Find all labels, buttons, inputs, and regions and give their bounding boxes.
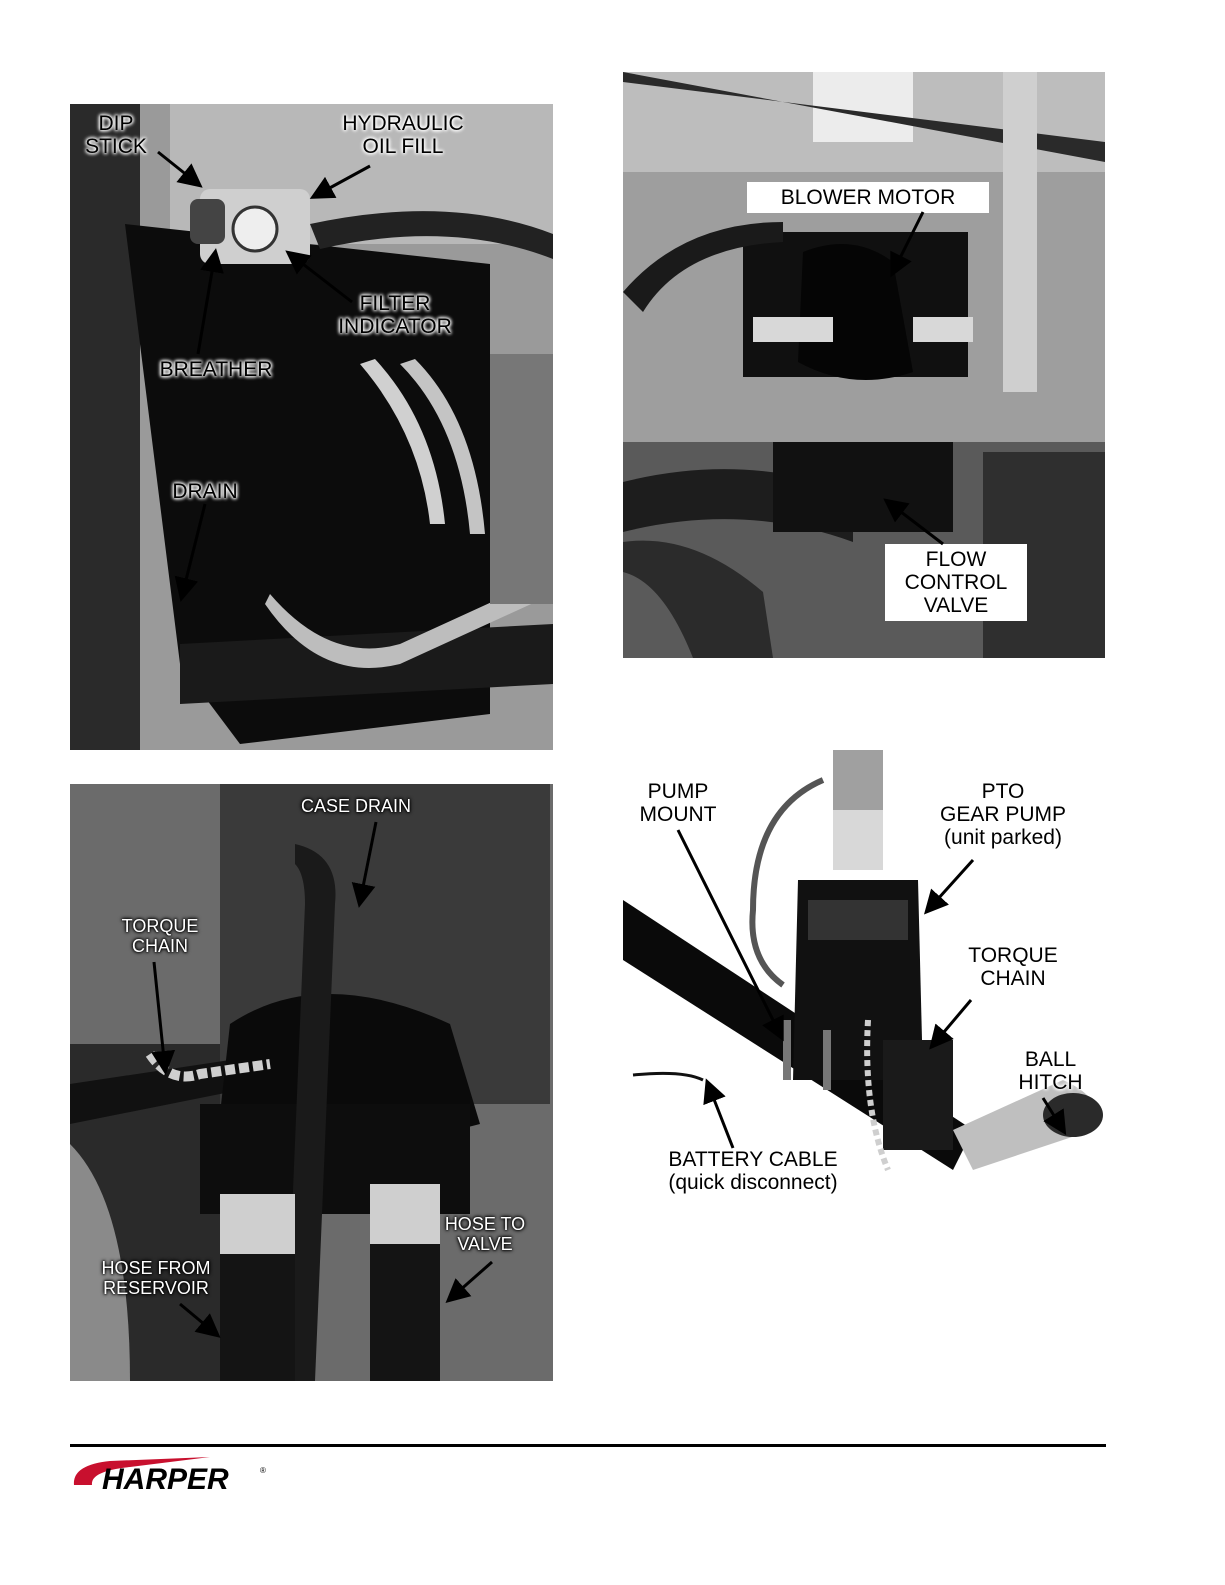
harper-logo: HARPER ® <box>70 1455 270 1499</box>
blower-photo-illustration <box>623 72 1105 658</box>
case-drain-label: CASE DRAIN <box>286 796 426 816</box>
svg-text:HARPER: HARPER <box>102 1463 229 1496</box>
breather-label: BREATHER <box>146 358 286 381</box>
drain-label: DRAIN <box>160 480 250 503</box>
blower-motor-label: BLOWER MOTOR <box>747 182 989 213</box>
footer-rule <box>70 1444 1106 1447</box>
battery-cable-label: BATTERY CABLE(quick disconnect) <box>643 1148 863 1194</box>
svg-text:®: ® <box>260 1466 266 1475</box>
reservoir-photo-illustration <box>70 104 553 750</box>
